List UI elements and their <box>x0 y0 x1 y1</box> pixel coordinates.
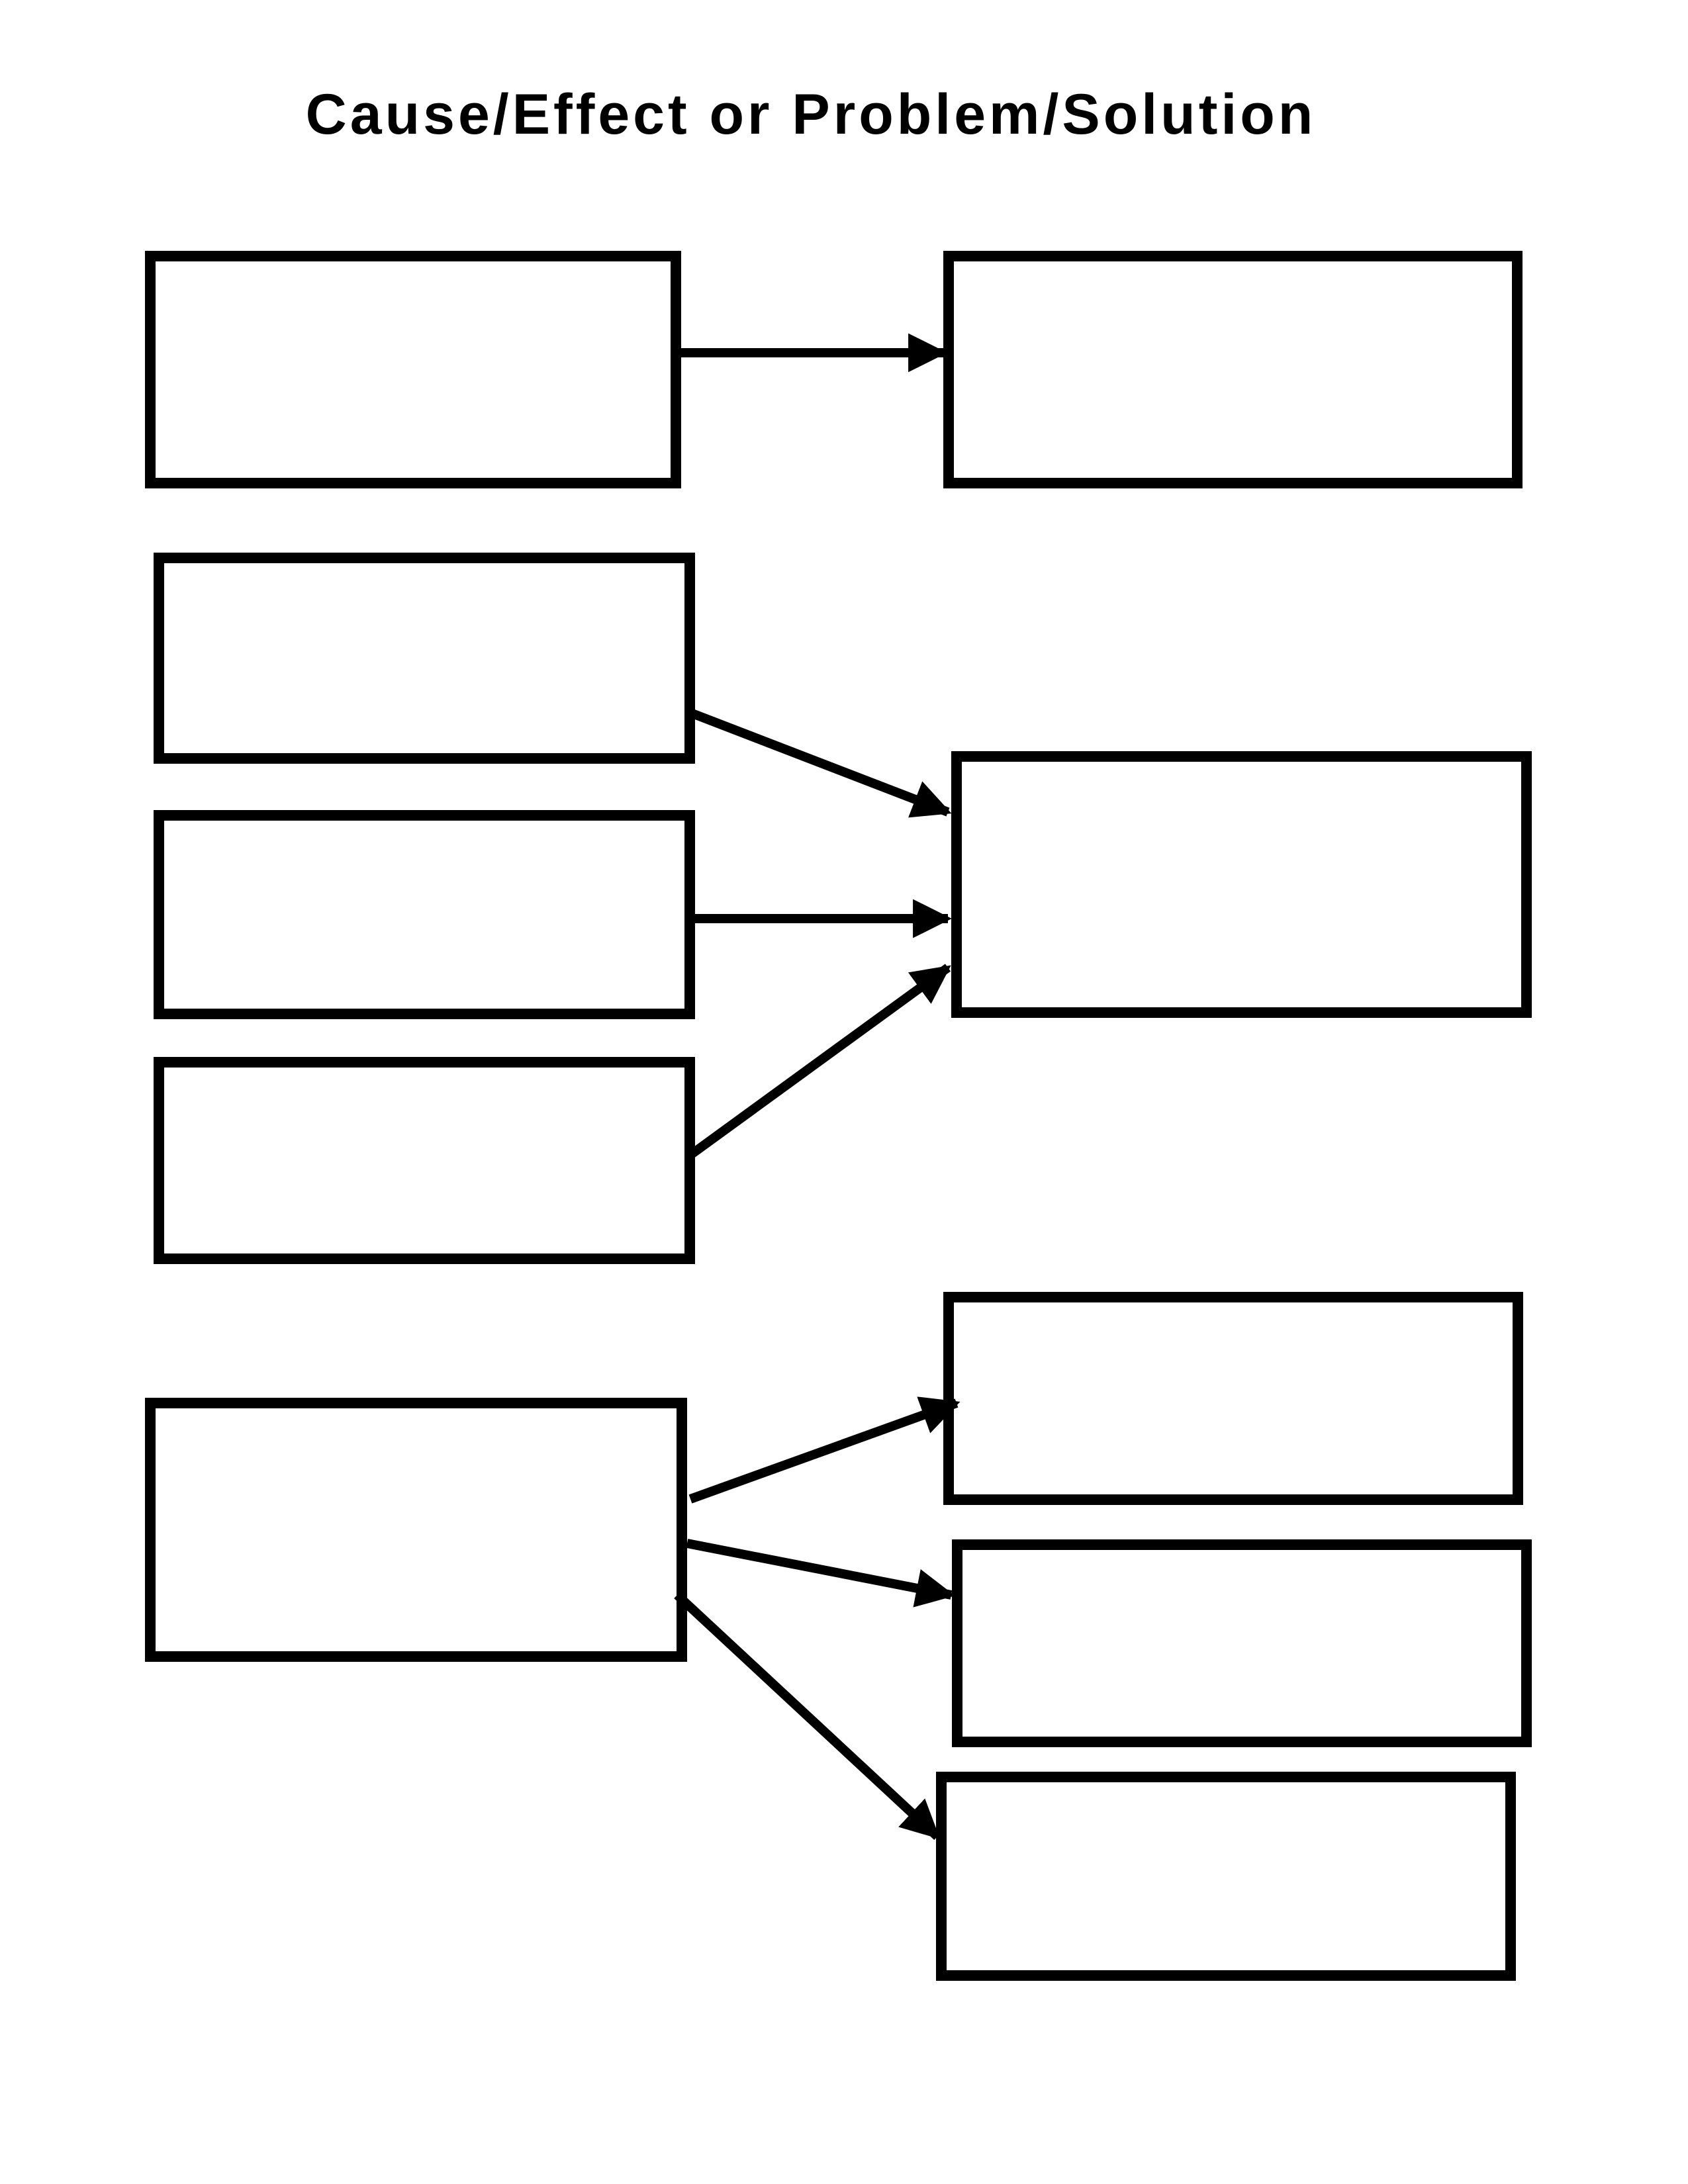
box-2-effect[interactable] <box>951 751 1532 1018</box>
box-2-cause-b[interactable] <box>154 810 695 1019</box>
box-1-effect[interactable] <box>943 251 1523 488</box>
arrow-3b <box>686 1539 955 1608</box>
page-title: Cause/Effect or Problem/Solution <box>305 83 1317 146</box>
box-2-cause-c[interactable] <box>154 1057 695 1264</box>
box-3-effect-a[interactable] <box>943 1292 1523 1505</box>
box-3-effect-c[interactable] <box>936 1772 1516 1981</box>
box-3-cause[interactable] <box>145 1398 687 1662</box>
box-1-cause[interactable] <box>145 251 681 488</box>
arrow-2c <box>689 964 951 1158</box>
box-3-effect-b[interactable] <box>952 1539 1532 1747</box>
arrow-3c <box>674 1591 941 1841</box>
box-2-cause-a[interactable] <box>154 553 695 764</box>
arrow-3a <box>688 1396 961 1504</box>
arrow-2a <box>685 707 952 818</box>
